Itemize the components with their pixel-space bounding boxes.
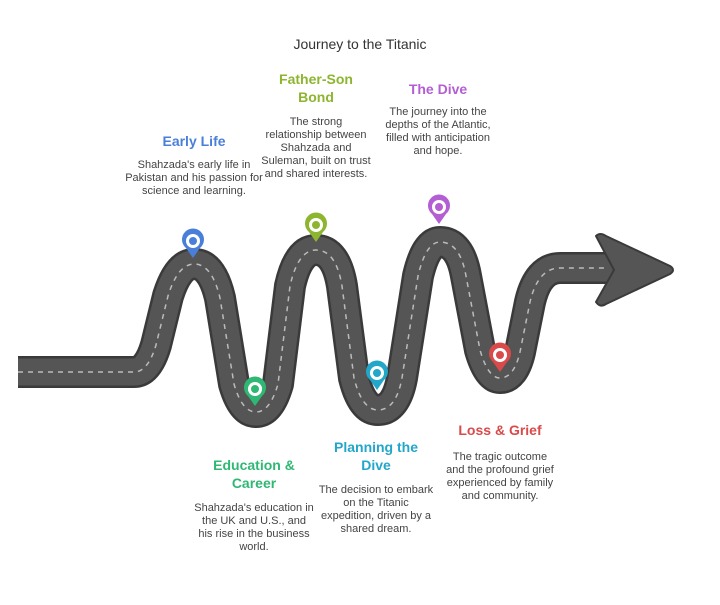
stage-title: Planning the Dive — [334, 439, 418, 473]
stage-description: The journey into the depths of the Atlan… — [385, 106, 491, 157]
stage-loss-grief: Loss & Grief The tragic outcome and the … — [444, 421, 556, 503]
stage-description: The decision to embark on the Titanic ex… — [318, 484, 434, 535]
stage-description: The strong relationship between Shahzada… — [261, 116, 371, 180]
stage-the-dive: The Dive The journey into the depths of … — [382, 80, 494, 158]
road-surface — [18, 228, 620, 426]
stage-title: Father-Son Bond — [279, 71, 353, 105]
location-pin-icon — [244, 376, 266, 406]
location-pin-icon — [366, 360, 388, 390]
road-arrowhead — [595, 233, 674, 307]
stage-title: Early Life — [162, 133, 226, 149]
location-pin-icon — [428, 194, 450, 224]
location-pin-icon — [182, 228, 204, 258]
stage-father-son-bond: Father-Son Bond The strong relationship … — [261, 70, 371, 181]
stage-planning-the-dive: Planning the Dive The decision to embark… — [318, 438, 434, 536]
stage-title: Loss & Grief — [458, 422, 542, 438]
location-pin-icon — [305, 212, 327, 242]
stage-description: Shahzada's education in the UK and U.S.,… — [194, 502, 314, 553]
diagram-title: Journey to the Titanic — [293, 36, 427, 52]
stage-education-career: Education & Career Shahzada's education … — [194, 456, 314, 554]
stage-title: The Dive — [408, 81, 468, 97]
stage-description: Shahzada's early life in Pakistan and hi… — [125, 159, 263, 197]
location-pin-icon — [489, 342, 511, 372]
stage-early-life: Early Life Shahzada's early life in Paki… — [124, 132, 264, 198]
stage-description: The tragic outcome and the profound grie… — [446, 451, 554, 502]
stage-title: Education & Career — [213, 457, 295, 491]
